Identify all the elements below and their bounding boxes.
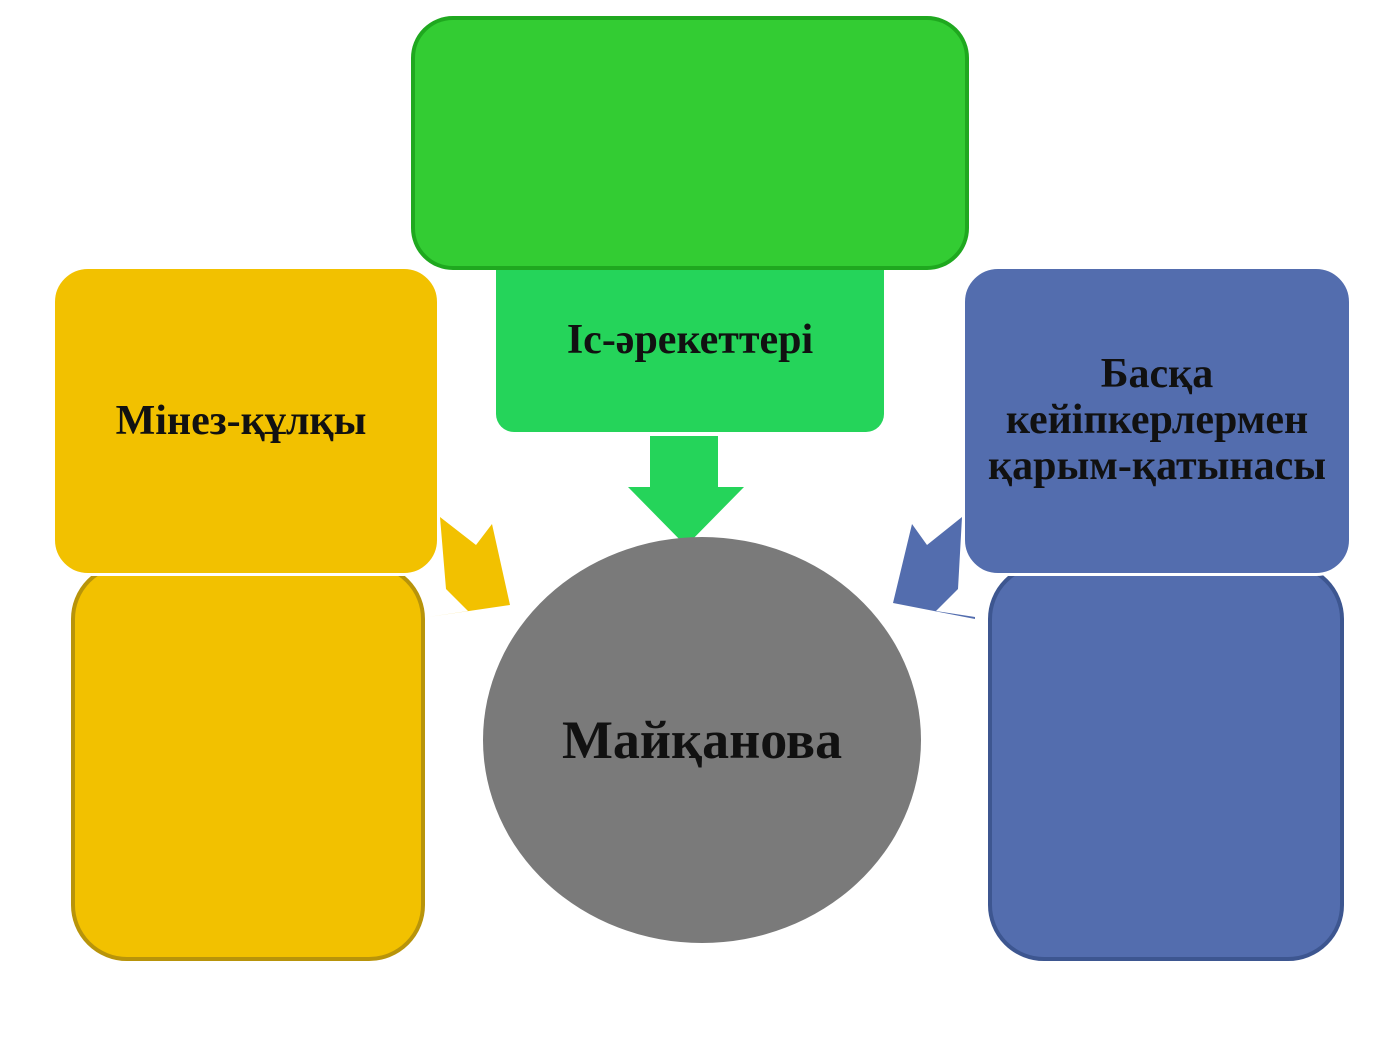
right-lower-box [988, 563, 1344, 961]
right-node-label: Басқа кейіпкерлермен қарым-қатынасы [987, 350, 1327, 490]
top-upper-box [411, 16, 969, 270]
center-node-label: Майқанова [561, 710, 843, 770]
left-upper-box [52, 266, 440, 576]
right-upper-box [962, 266, 1352, 576]
arrow-right-to-center [893, 517, 975, 619]
left-lower-box [71, 563, 425, 961]
center-circle [483, 537, 921, 943]
top-lower-box [496, 270, 884, 432]
arrow-left-to-center [428, 517, 510, 617]
arrow-top-to-center [628, 436, 744, 546]
top-node-label: Іс-әрекеттері [566, 317, 814, 363]
left-node-label: Мінез-құлқы [115, 398, 367, 444]
